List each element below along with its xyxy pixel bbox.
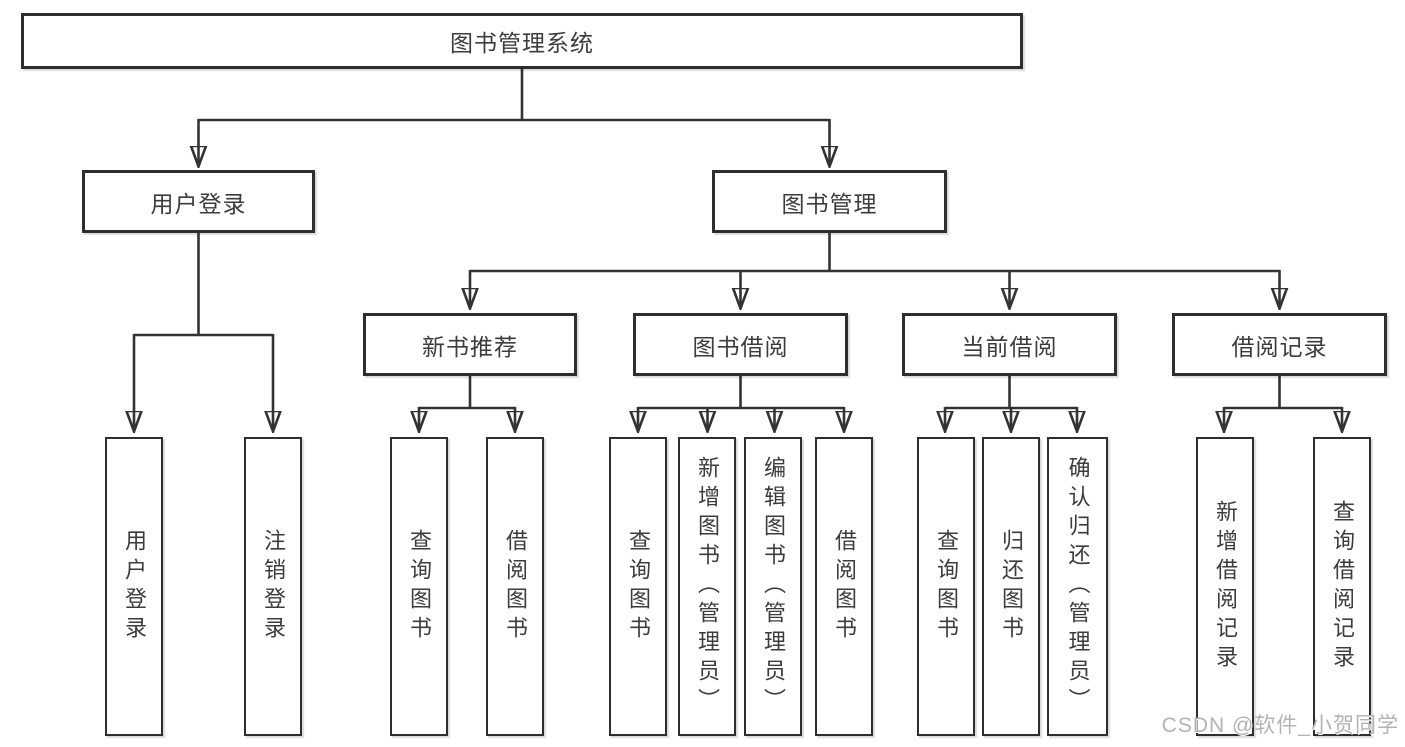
node-book-management: 图书管理 — [712, 170, 947, 233]
leaf-rec-borrow-books-label: 借阅图书 — [503, 528, 528, 645]
leaf-bb-query-books: 查询图书 — [609, 437, 667, 736]
leaf-bb-query-books-label: 查询图书 — [626, 528, 651, 645]
leaf-bb-edit-book-admin-label: 编辑图书（管理员） — [761, 456, 786, 717]
leaf-bb-borrow-books-label: 借阅图书 — [832, 528, 857, 645]
connector-currentborrow-to-leaves — [945, 376, 1077, 431]
leaf-br-add-record-label: 新增借阅记录 — [1213, 499, 1238, 674]
leaf-rec-borrow-books: 借阅图书 — [486, 437, 544, 736]
leaf-logout: 注销登录 — [244, 437, 302, 736]
node-root-library-system: 图书管理系统 — [21, 13, 1023, 69]
node-user-login-label: 用户登录 — [150, 190, 247, 217]
leaf-cb-query-books: 查询图书 — [917, 437, 975, 736]
node-borrowing-records: 借阅记录 — [1172, 313, 1387, 376]
leaf-rec-query-books-label: 查询图书 — [407, 528, 432, 645]
leaf-bb-add-book-admin: 新增图书（管理员） — [678, 437, 736, 736]
connector-borrowrecords-to-leaves — [1224, 376, 1342, 431]
leaf-bb-edit-book-admin: 编辑图书（管理员） — [744, 437, 802, 736]
node-new-book-recommend: 新书推荐 — [363, 313, 577, 376]
connector-root-to-level2 — [199, 69, 830, 166]
leaf-logout-label: 注销登录 — [261, 528, 286, 645]
connector-newbookrec-to-leaves — [419, 376, 515, 431]
leaf-cb-confirm-return-admin-label: 确认归还（管理员） — [1065, 456, 1091, 717]
node-root-label: 图书管理系统 — [450, 30, 594, 56]
leaf-cb-return-book: 归还图书 — [982, 437, 1040, 736]
leaf-br-add-record: 新增借阅记录 — [1196, 437, 1254, 736]
csdn-watermark: CSDN @软件_小贺同学 — [1161, 714, 1399, 737]
node-borrowing-records-label: 借阅记录 — [1231, 333, 1328, 360]
connector-userlogin-to-leaves — [134, 233, 273, 431]
leaf-bb-add-book-admin-label: 新增图书（管理员） — [695, 456, 720, 717]
leaf-br-query-record-label: 查询借阅记录 — [1330, 499, 1355, 674]
leaf-user-login: 用户登录 — [105, 437, 163, 736]
node-new-book-recommend-label: 新书推荐 — [422, 333, 518, 360]
node-user-login: 用户登录 — [82, 170, 315, 233]
node-book-borrowing: 图书借阅 — [633, 313, 848, 376]
leaf-rec-query-books: 查询图书 — [390, 437, 448, 736]
leaf-br-query-record: 查询借阅记录 — [1313, 437, 1371, 736]
connector-bookmgmt-to-level3 — [470, 233, 1280, 308]
leaf-bb-borrow-books: 借阅图书 — [815, 437, 873, 736]
node-current-borrowing-label: 当前借阅 — [961, 333, 1058, 360]
leaf-cb-confirm-return-admin: 确认归还（管理员） — [1047, 437, 1108, 736]
leaf-cb-return-book-label: 归还图书 — [999, 528, 1024, 645]
connector-bookborrow-to-leaves — [638, 376, 844, 431]
leaf-user-login-label: 用户登录 — [122, 528, 147, 645]
node-book-management-label: 图书管理 — [781, 190, 878, 217]
node-current-borrowing: 当前借阅 — [902, 313, 1117, 376]
node-book-borrowing-label: 图书借阅 — [692, 333, 789, 360]
leaf-cb-query-books-label: 查询图书 — [934, 528, 959, 645]
